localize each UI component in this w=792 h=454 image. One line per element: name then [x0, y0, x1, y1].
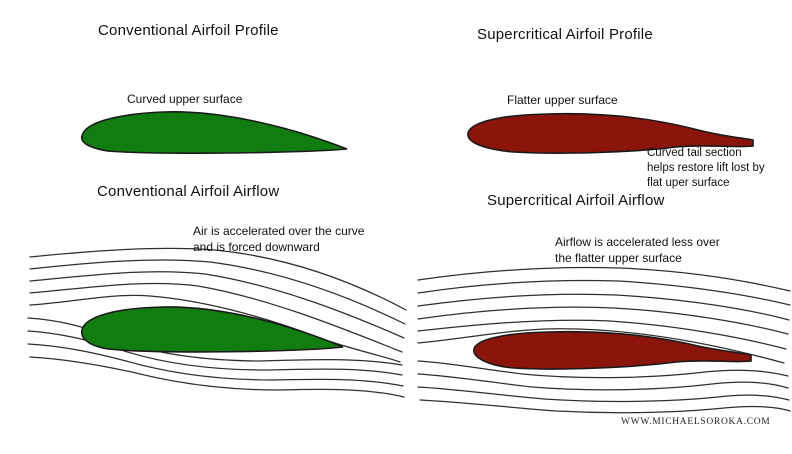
streamline [29, 356, 405, 398]
streamline [417, 328, 785, 364]
streamline [29, 282, 403, 353]
streamline [417, 386, 790, 403]
conventional-airfoil-airflow-shape [81, 306, 344, 353]
flatter-upper-surface-label: Flatter upper surface [507, 93, 618, 107]
streamline [417, 373, 789, 391]
conventional-airfoil-profile-shape [81, 111, 348, 154]
streamline [417, 360, 789, 379]
streamline [419, 399, 791, 414]
streamline [27, 330, 403, 376]
conventional-airflow-figure [27, 247, 407, 398]
conventional-airflow-title: Conventional Airfoil Airflow [97, 183, 280, 200]
supercritical-profile-title: Supercritical Airfoil Profile [477, 26, 653, 43]
supercritical-airflow-title: Supercritical Airfoil Airflow [487, 192, 665, 209]
watermark: WWW.MICHAELSOROKA.COM [621, 417, 771, 427]
conventional-profile-figure [81, 111, 348, 154]
streamline [417, 279, 791, 306]
streamline [29, 271, 405, 339]
supercritical-airflow-figure [417, 266, 791, 414]
streamline [27, 317, 403, 366]
streamline [27, 343, 404, 387]
curved-tail-note: Curved tail section helps restore lift l… [647, 147, 765, 189]
supercritical-airflow-note: Airflow is accelerated less over the fla… [555, 235, 720, 265]
streamline [29, 259, 406, 325]
supercritical-airfoil-profile-shape [467, 112, 754, 154]
streamline [417, 319, 787, 350]
streamline [29, 294, 401, 363]
streamline [417, 266, 791, 292]
conventional-airflow-note: Air is accelerated over the curve and is… [193, 224, 365, 254]
conventional-profile-title: Conventional Airfoil Profile [98, 22, 279, 39]
supercritical-airfoil-airflow-shape [473, 330, 752, 370]
streamline [417, 293, 790, 321]
streamline [29, 247, 407, 311]
supercritical-profile-figure [467, 112, 754, 154]
streamline [417, 306, 789, 335]
curved-upper-surface-label: Curved upper surface [127, 92, 243, 106]
